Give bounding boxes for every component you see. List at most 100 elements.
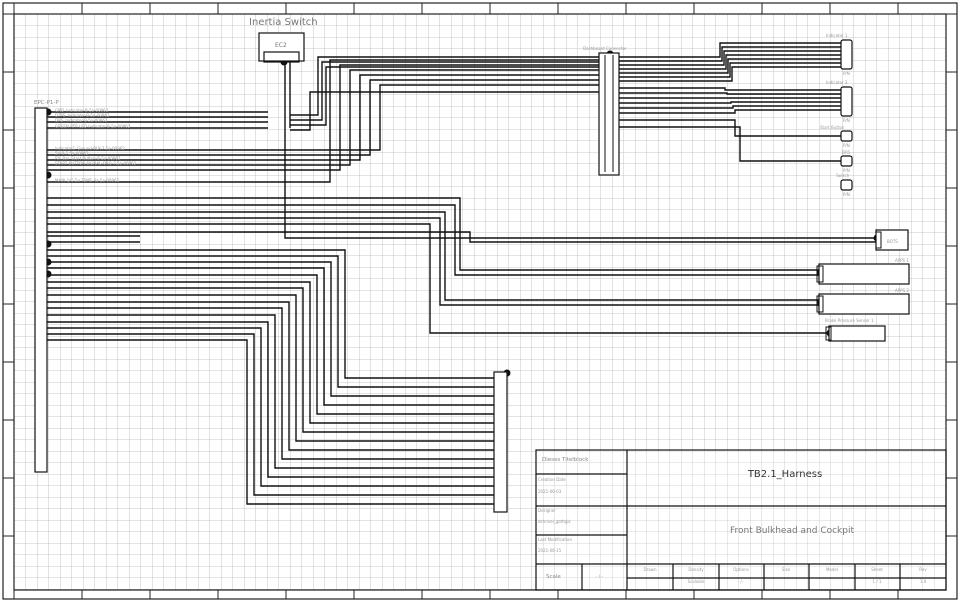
wire[interactable] (47, 327, 494, 487)
wire[interactable] (619, 66, 841, 82)
apps2-connector[interactable]: APPS 2 (816, 288, 910, 315)
wire[interactable] (47, 69, 599, 166)
wire[interactable] (47, 314, 494, 469)
wire-labels: GND_Indicator-B-5a-00962DTPS_Indicator-B… (55, 108, 137, 183)
wire[interactable] (47, 223, 829, 334)
wire[interactable] (619, 109, 841, 114)
wire[interactable] (47, 255, 494, 388)
inner-frame (13, 13, 947, 591)
sheet-subtitle: Front Bulkhead and Cockpit (730, 526, 855, 536)
wire-label: GND_Indicator-B-5a-00962 (55, 108, 109, 113)
wire[interactable] (47, 301, 494, 451)
start-button-pn: P/N (843, 143, 850, 148)
brake-sensor-label: Brake Pressure Sensor 1 (825, 318, 874, 323)
field-value: dshrivel_gothgic (538, 519, 571, 524)
main-connector[interactable]: EPC-P1-P (34, 100, 59, 473)
wire[interactable] (47, 59, 599, 183)
wire[interactable] (619, 42, 841, 58)
wire-label: START BUTTON SIGNAL-ORG-7.5a-00962 (55, 161, 137, 166)
wire[interactable] (47, 294, 494, 442)
drs-label: DRS (842, 150, 851, 155)
frame-ticks (3, 3, 957, 599)
scale-value: - / - (596, 574, 603, 579)
wire[interactable] (47, 249, 494, 379)
wire[interactable] (619, 105, 841, 109)
wire[interactable] (619, 58, 841, 74)
drs-connector[interactable]: DRS P/N (840, 150, 853, 173)
wire[interactable] (619, 50, 841, 66)
wire[interactable] (47, 74, 599, 161)
wire[interactable] (47, 64, 599, 171)
brake-pressure-sensor-connector[interactable]: Brake Pressure Sensor 1 (825, 318, 886, 342)
dashboard-connector[interactable]: Dashboard Connector (583, 46, 627, 176)
title-block-cell-label: Options (733, 567, 748, 572)
main-connector-ref: EPC-P1-P (34, 100, 59, 106)
wire[interactable] (619, 54, 841, 70)
inertia-switch[interactable]: Inertia Switch EC2 (249, 17, 318, 63)
wire-label: MAIN LV5 5a TSMS 4a-5a-00962 (55, 178, 120, 183)
switch-label: Switch (836, 173, 850, 178)
switch-connector[interactable]: Switch P/N (836, 173, 853, 197)
wire[interactable] (47, 79, 599, 156)
title-block-cell-label: Model (826, 567, 838, 572)
wire[interactable] (47, 204, 819, 276)
wire[interactable] (284, 62, 876, 239)
title-block-cell-label: Drawn (644, 567, 657, 572)
wire-label: DTPS_Indicator-B-5a-00962 (55, 113, 110, 118)
wire[interactable] (290, 61, 599, 121)
wire[interactable] (47, 211, 819, 301)
wire-label: RX_Bar_Start Button-B-5a-00962 (55, 156, 121, 161)
title-block-cell-value: 1 / 1 (873, 579, 882, 584)
wires (44, 42, 881, 505)
wire[interactable] (47, 307, 494, 460)
wire-label: 5V-R-7.5a-00962 (55, 151, 89, 156)
field-label: Last Modification (538, 537, 572, 542)
dashboard-connector-ref: Dashboard Connector (583, 46, 627, 51)
wire[interactable] (619, 119, 841, 137)
wire[interactable] (47, 281, 494, 424)
field-label: Designer (538, 508, 556, 513)
wire[interactable] (47, 231, 876, 243)
indicator-1-pn: P/N (843, 71, 850, 76)
wire[interactable] (47, 197, 819, 271)
title-block-header: Dieses Titelblock (542, 457, 589, 463)
start-button-connector[interactable]: Start Button P/N (820, 125, 853, 148)
wire[interactable] (619, 101, 841, 104)
indicator-2-pn: P/N (843, 118, 850, 123)
title-block-cell-value: - / - (738, 579, 745, 584)
wire[interactable] (47, 287, 494, 433)
wire[interactable] (47, 339, 494, 505)
start-button-label: Start Button (820, 125, 845, 130)
wire[interactable] (47, 261, 494, 397)
title-block-cell-value: Scalable (688, 579, 705, 584)
wire[interactable] (47, 84, 599, 151)
wire[interactable] (47, 321, 494, 478)
title-block-cell-label: Size (782, 567, 791, 572)
drs-pn: P/N (843, 168, 850, 173)
wire[interactable] (290, 56, 599, 116)
wire[interactable] (290, 91, 599, 131)
wire[interactable] (619, 87, 841, 91)
apps1-connector[interactable]: APPS 1 (816, 258, 910, 285)
wire[interactable] (47, 274, 494, 415)
wire[interactable] (619, 46, 841, 62)
indicator-1-connector[interactable]: Indicator 1 P/N (826, 33, 853, 76)
wire[interactable] (619, 126, 841, 162)
bots-label: BOTS (887, 239, 898, 244)
title-block (535, 449, 947, 591)
field-label: Creation Date (538, 477, 566, 482)
field-value: 2021-06-03 (538, 489, 562, 494)
wire[interactable] (619, 92, 841, 95)
wire[interactable] (290, 66, 599, 126)
apps2-label: APPS 2 (895, 288, 909, 293)
indicator-2-connector[interactable]: Indicator 2 P/N (826, 80, 853, 123)
switch-pn: P/N (843, 192, 850, 197)
wire[interactable] (619, 62, 841, 78)
bottom-connector[interactable] (493, 371, 508, 513)
indicator-1-label: Indicator 1 (826, 33, 848, 38)
bots-connector[interactable]: BOTS (875, 229, 909, 251)
wire[interactable] (47, 217, 819, 306)
wire[interactable] (47, 267, 494, 406)
wire[interactable] (47, 333, 494, 496)
